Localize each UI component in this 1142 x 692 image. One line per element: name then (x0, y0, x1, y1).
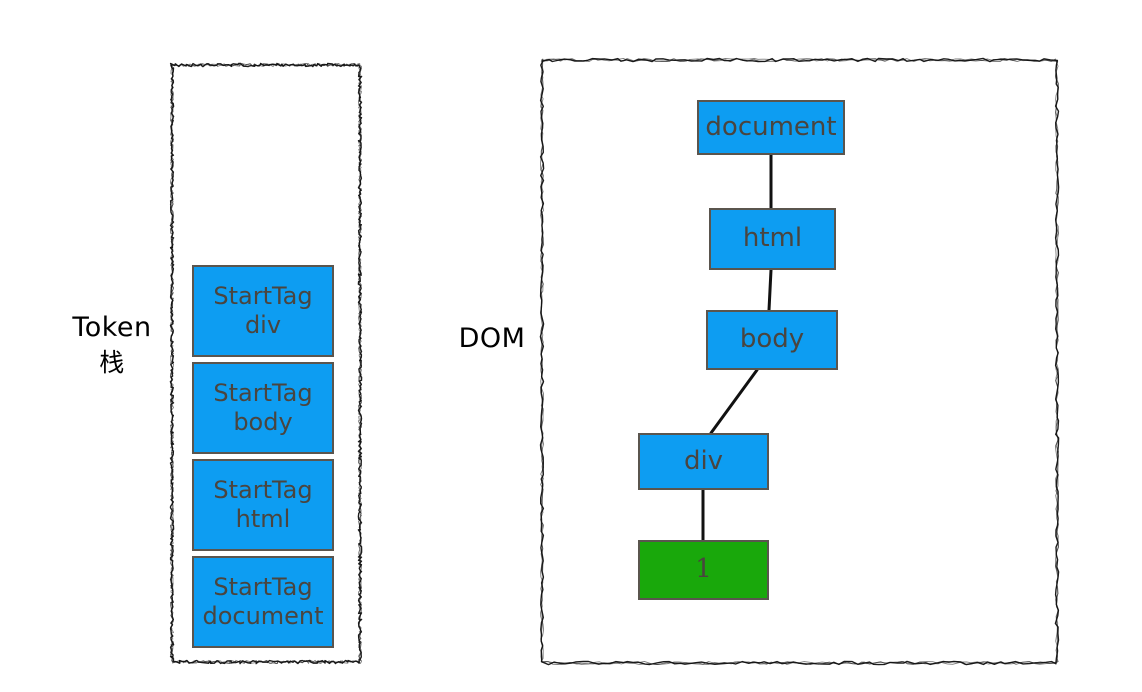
dom-node-label: html (743, 223, 802, 255)
token-item-name: document (202, 602, 323, 631)
token-stack-label-line1: Token (72, 312, 151, 343)
dom-node-text1[interactable]: 1 (638, 540, 769, 600)
dom-node-label: document (705, 112, 836, 144)
token-item-type: StartTag (213, 282, 312, 311)
dom-node-document[interactable]: document (697, 100, 845, 155)
token-item-type: StartTag (213, 379, 312, 408)
dom-label: DOM (444, 287, 540, 356)
token-stack-item-div[interactable]: StartTagdiv (192, 265, 334, 357)
token-stack-item-html[interactable]: StartTaghtml (192, 459, 334, 551)
token-stack-label: Token 栈 (58, 276, 166, 414)
token-stack-item-body[interactable]: StartTagbody (192, 362, 334, 454)
dom-node-body[interactable]: body (706, 310, 838, 370)
token-item-type: StartTag (213, 573, 312, 602)
dom-node-label: body (740, 324, 804, 356)
token-item-name: html (236, 505, 291, 534)
dom-node-html[interactable]: html (709, 208, 836, 270)
dom-node-label: 1 (695, 554, 712, 586)
dom-node-label: div (684, 446, 723, 478)
token-item-type: StartTag (213, 476, 312, 505)
dom-node-div[interactable]: div (638, 433, 769, 490)
token-stack-item-document[interactable]: StartTagdocument (192, 556, 334, 648)
token-item-name: body (233, 408, 292, 437)
dom-label-text: DOM (459, 323, 526, 354)
token-stack-label-line2: 栈 (58, 347, 166, 379)
token-item-name: div (245, 311, 281, 340)
